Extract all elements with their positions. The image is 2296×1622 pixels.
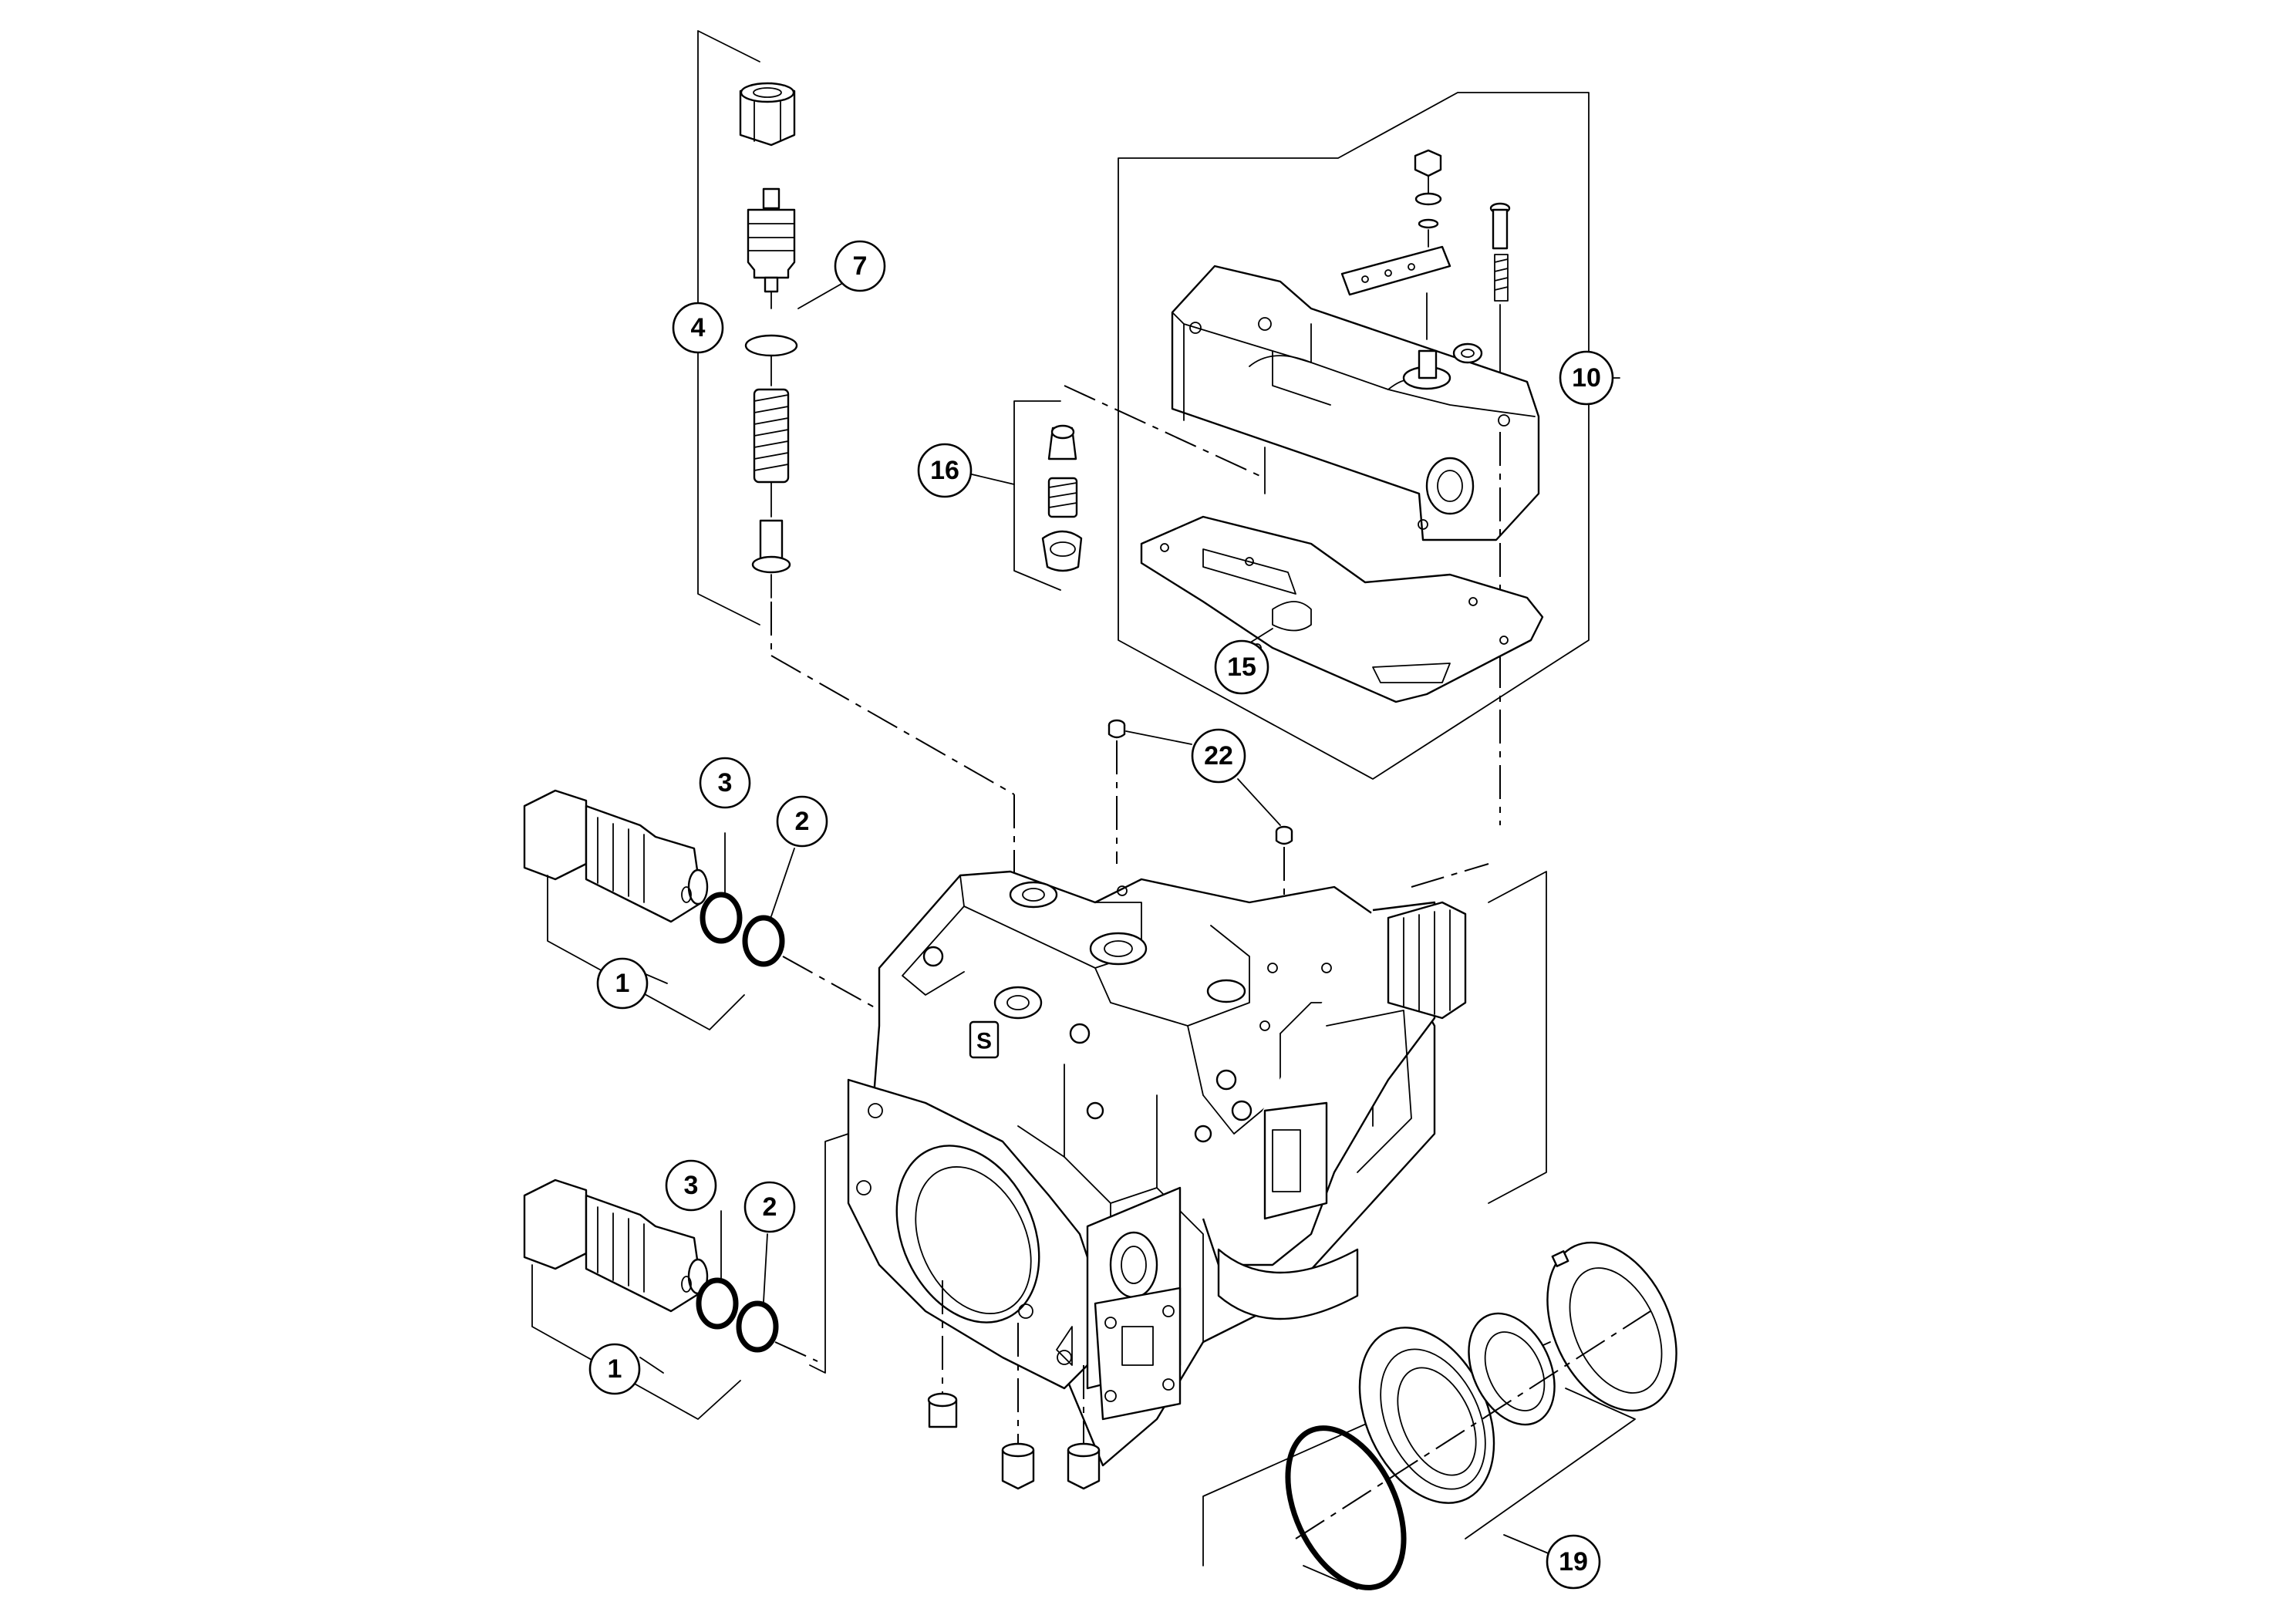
valve-assembly-4	[697, 30, 853, 626]
svg-text:22: 22	[1204, 741, 1233, 771]
gasket-15	[1140, 515, 1544, 703]
drain-plugs	[927, 1280, 1101, 1490]
callout-22: 22	[1191, 728, 1246, 784]
cartridge-valve-lower	[523, 1133, 849, 1420]
svg-text:3: 3	[684, 1171, 699, 1200]
svg-text:10: 10	[1572, 363, 1601, 393]
callout-2-upper: 2	[776, 795, 828, 848]
callout-4: 4	[672, 302, 724, 354]
cartridge-valve-upper	[523, 789, 888, 1030]
splined-shaft	[1387, 901, 1467, 1020]
callout-2-lower: 2	[743, 1181, 796, 1233]
callout-1-upper: 1	[596, 957, 649, 1010]
seal-kit-19	[1202, 1241, 1677, 1590]
svg-text:2: 2	[795, 807, 810, 836]
svg-text:1: 1	[608, 1354, 622, 1384]
callout-19: 19	[1546, 1534, 1601, 1590]
svg-text:3: 3	[718, 768, 733, 798]
svg-text:19: 19	[1559, 1547, 1588, 1576]
spring	[753, 388, 790, 484]
housing-bolts	[922, 946, 1253, 1143]
callout-3-upper: 3	[699, 757, 751, 809]
check-valve-16	[971, 385, 1266, 591]
callout-1-lower: 1	[588, 1343, 641, 1395]
pump-housing: S	[770, 602, 1547, 1467]
svg-text:16: 16	[930, 456, 959, 485]
callout-15: 15	[1214, 639, 1269, 695]
callout-3-lower: 3	[665, 1159, 717, 1212]
callout-16: 16	[917, 443, 973, 498]
svg-text:15: 15	[1227, 653, 1256, 682]
callout-10: 10	[1559, 350, 1614, 406]
callout-7: 7	[834, 240, 886, 292]
svg-text:1: 1	[615, 969, 630, 998]
svg-text:4: 4	[691, 313, 706, 342]
housing-marking-text: S	[976, 1029, 992, 1054]
svg-text:2: 2	[763, 1192, 777, 1222]
housing-marking: S	[969, 1020, 1000, 1059]
control-cover-10	[1118, 92, 1620, 825]
svg-text:7: 7	[853, 251, 868, 281]
